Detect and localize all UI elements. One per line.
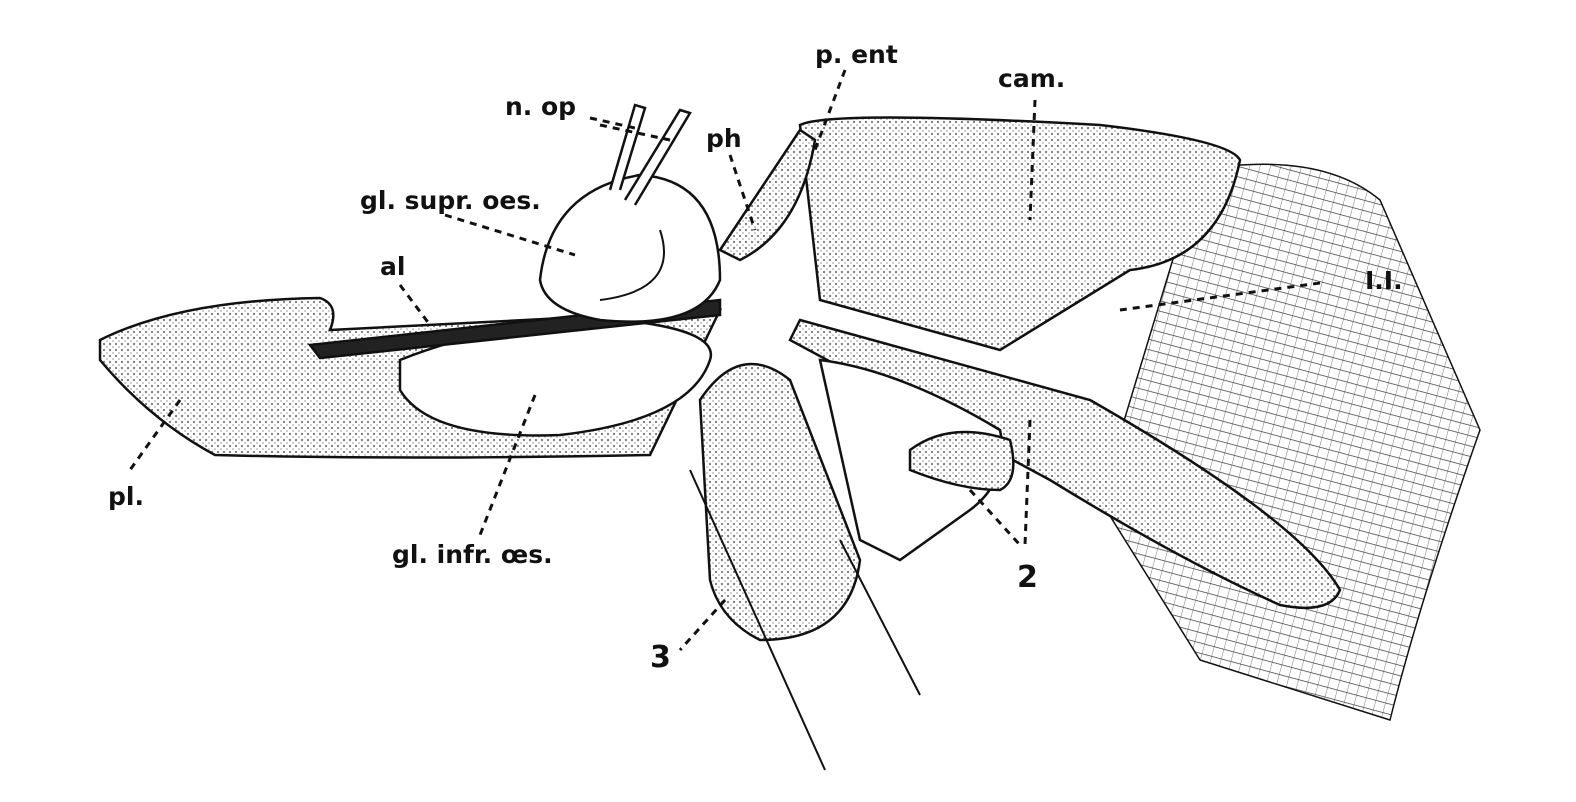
nerve-op-1 [608,103,647,191]
cam-structure [798,116,1242,352]
leader-lines [128,69,1321,652]
gl-supr-oes [538,173,722,323]
fibre-mass [1099,163,1481,721]
label-cam: cam. [998,64,1066,93]
label-gl-infr-oes: gl. infr. œs. [392,540,553,569]
label-ll: I.I. [1365,266,1403,295]
label-ph: ph [706,124,742,153]
label-al: al [380,252,406,281]
ph-structure [718,128,817,262]
cylinder-3 [698,362,862,642]
label-p-ent: p. ent [815,40,898,69]
nerve-op-2 [623,108,692,206]
label-pl: pl. [108,482,144,511]
label-3: 3 [650,640,671,675]
label-n-op: n. op [505,92,577,121]
label-2: 2 [1017,560,1038,595]
label-gl-supr-oes: gl. supr. oes. [360,186,541,215]
